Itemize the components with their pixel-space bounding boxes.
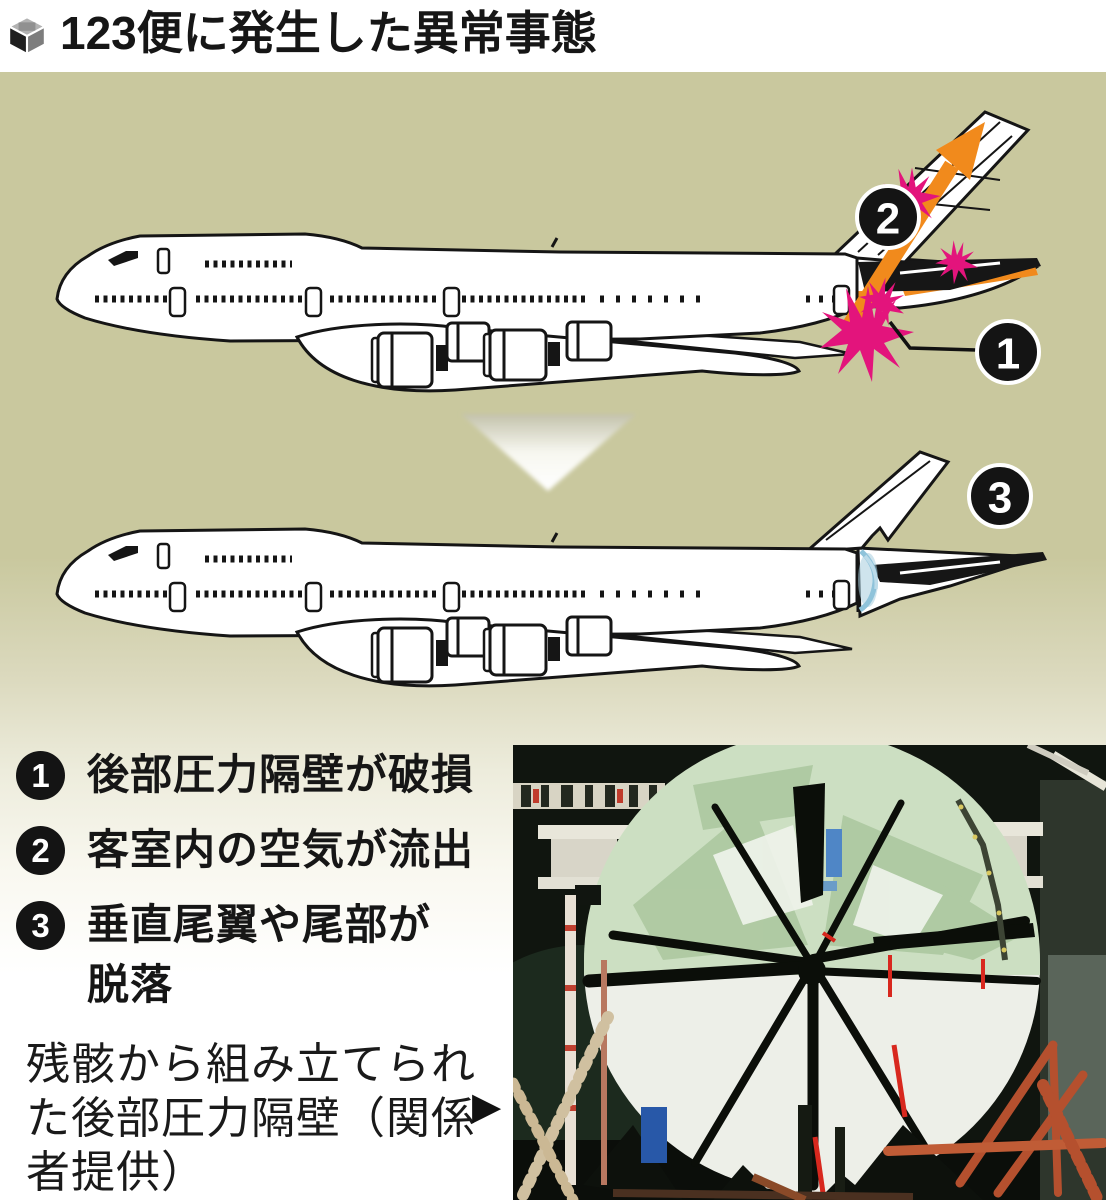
- legend-text-2: 客室内の空気が流出: [87, 826, 475, 873]
- callout-2-number: 2: [876, 195, 900, 244]
- legend-number-1: 1: [16, 751, 65, 800]
- plane-after: 3: [57, 450, 1047, 686]
- legend-number-2: 2: [16, 826, 65, 875]
- caption-line-1: 残骸から組み立てられ: [26, 1040, 476, 1089]
- caption-line-2: た後部圧力隔壁（関係: [26, 1094, 476, 1143]
- callout-3: 3: [967, 463, 1033, 529]
- legend-item-3: 3 垂直尾翼や尾部が 脱落: [16, 901, 431, 1015]
- title-bar: 123便に発生した異常事態: [0, 0, 1106, 66]
- cube-icon: [6, 14, 48, 56]
- legend-item-2: 2 客室内の空気が流出: [16, 826, 474, 880]
- bulkhead-photo: [513, 745, 1106, 1200]
- aircraft-diagram: 1 2: [0, 110, 1047, 725]
- caption-line-3: 者提供）: [26, 1148, 206, 1197]
- legend-number-3: 3: [16, 901, 65, 950]
- plane-before: 1 2: [57, 110, 1041, 391]
- callout-2: 2: [855, 184, 921, 250]
- photo-caption: 残骸から組み立てられ た後部圧力隔壁（関係 者提供）: [26, 1038, 476, 1200]
- down-arrow: [461, 414, 636, 491]
- caption-pointer-icon: ▶: [472, 1086, 502, 1128]
- callout-1: 1: [975, 319, 1041, 385]
- callout-3-number: 3: [988, 474, 1012, 523]
- page-title: 123便に発生した異常事態: [60, 7, 597, 59]
- legend-text-3: 垂直尾翼や尾部が 脱落: [87, 901, 432, 1008]
- legend-item-1: 1 後部圧力隔壁が破損: [16, 751, 474, 805]
- legend-text-1: 後部圧力隔壁が破損: [87, 751, 475, 798]
- callout-1-number: 1: [996, 330, 1020, 379]
